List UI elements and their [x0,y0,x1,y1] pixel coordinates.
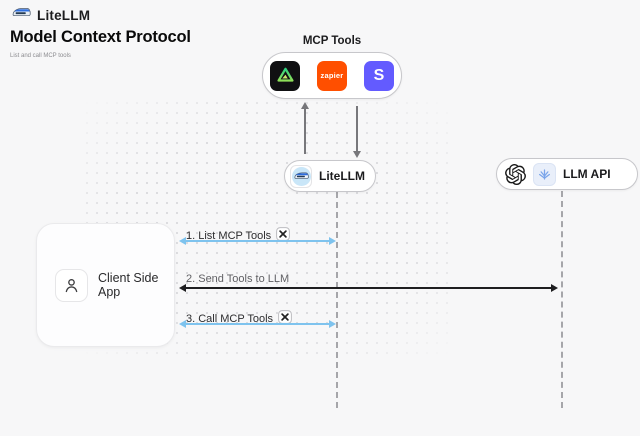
page-subtitle: List and call MCP tools [10,53,71,59]
llm-provider-icon [533,162,556,186]
litellm-lifeline [336,192,338,408]
green-triangle-tool-icon [270,60,300,91]
zapier-icon: zapier [317,60,347,91]
llm-api-node-label: LLM API [563,167,611,181]
mcp-tools-group: zapier S [262,52,402,99]
stripe-letter: S [373,66,385,84]
llm-api-lifeline [561,191,563,408]
zapier-wordmark: zapier [320,71,344,80]
node-client-side-app: Client Side App [36,223,175,347]
page-title: Model Context Protocol [10,28,191,46]
litellm-train-icon [12,6,31,24]
stripe-icon: S [364,60,394,91]
node-litellm: LiteLLM [284,160,376,192]
node-llm-api: LLM API [496,158,638,190]
litellm-node-label: LiteLLM [319,169,365,183]
message-2-label: 2. Send Tools to LLM [186,273,290,285]
litellm-badge [290,164,312,188]
brand-name: LiteLLM [37,7,91,23]
litellm-train-icon [291,166,311,186]
message-1-label: 1. List MCP Tools [186,227,291,244]
mcp-tools-label: MCP Tools [302,35,362,47]
person-icon [55,268,88,302]
brand: LiteLLM [12,6,90,24]
openai-icon [505,163,526,185]
client-node-label: Client Side App [98,271,159,299]
